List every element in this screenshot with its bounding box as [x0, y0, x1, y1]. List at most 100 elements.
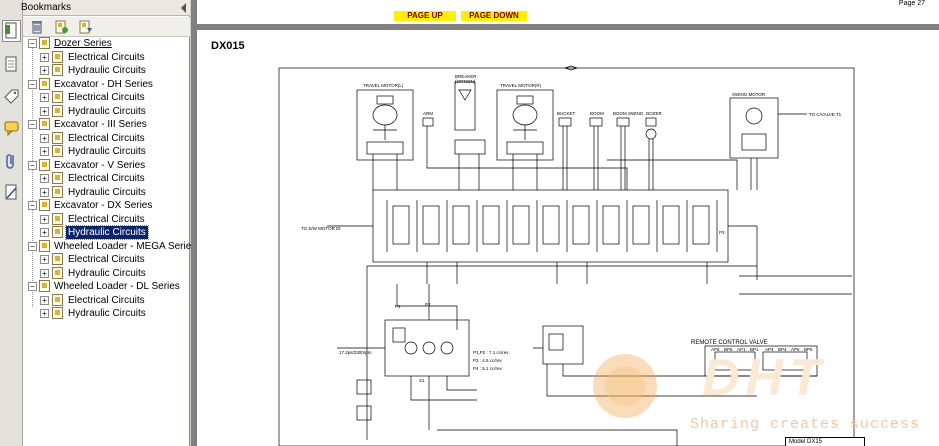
- bookmark-item-label[interactable]: Hydraulic Circuits: [68, 186, 146, 198]
- expand-toggle-icon[interactable]: +: [40, 106, 49, 116]
- document-pane[interactable]: Page 27 PAGE UP PAGE DOWN DX015: [191, 0, 939, 446]
- bookmark-item-label[interactable]: Electrical Circuits: [68, 132, 145, 144]
- bookmark-item-label[interactable]: Electrical Circuits: [68, 173, 145, 184]
- collapse-toggle-icon[interactable]: −: [28, 241, 37, 251]
- label-p2: P2: [425, 302, 431, 307]
- label-breaker: BREAKER: [455, 74, 477, 79]
- bookmark-item-label[interactable]: Hydraulic Circuits: [68, 308, 146, 319]
- navigation-rail: [0, 0, 23, 446]
- bookmark-icon: [52, 64, 63, 76]
- label-arm: ARM: [423, 111, 433, 116]
- page-label: Page 27: [898, 0, 925, 7]
- label-bp1: BP1: [750, 347, 759, 352]
- bookmark-item-label[interactable]: Hydraulic Circuits: [68, 146, 146, 157]
- expand-toggle-icon[interactable]: +: [40, 255, 49, 264]
- panel-title: Bookmarks: [21, 2, 72, 13]
- attachment-icon[interactable]: [2, 150, 21, 172]
- page-down-button[interactable]: PAGE DOWN: [461, 11, 527, 21]
- bookmark-group-label[interactable]: Dozer Series: [54, 38, 112, 49]
- label-bp4: BP4: [778, 347, 787, 352]
- bookmark-item-label[interactable]: Electrical Circuits: [68, 51, 145, 63]
- label-engine-rpm: 17.2ps/2300rpm: [339, 350, 372, 355]
- bookmark-icon: [52, 266, 63, 279]
- label-travel-motor-l: TRAVEL MOTOR(L): [363, 83, 404, 88]
- label-p1: P1: [395, 304, 401, 309]
- pages-panel-icon[interactable]: [2, 54, 21, 76]
- label-ap4: AP4: [765, 347, 774, 352]
- bookmark-icon: [52, 131, 63, 144]
- expand-toggle-icon[interactable]: +: [40, 93, 49, 102]
- comment-icon[interactable]: [2, 118, 21, 140]
- delete-bookmark-icon[interactable]: [29, 19, 45, 34]
- label-boom-swing: BOOM SWING: [613, 111, 644, 116]
- bookmark-item-label[interactable]: Electrical Circuits: [68, 294, 145, 306]
- expand-toggle-icon[interactable]: +: [40, 147, 49, 156]
- bookmark-options-icon[interactable]: [77, 19, 93, 34]
- label-dozer: DOZER: [646, 111, 663, 116]
- bookmark-icon: [52, 91, 63, 103]
- bookmark-icon: [52, 104, 63, 117]
- bookmark-item-label[interactable]: Hydraulic Circuits: [68, 65, 146, 76]
- expand-toggle-icon[interactable]: +: [40, 187, 49, 197]
- collapse-toggle-icon[interactable]: −: [28, 39, 37, 48]
- signature-icon[interactable]: [2, 182, 21, 204]
- expand-toggle-icon[interactable]: +: [40, 295, 49, 305]
- expand-toggle-icon[interactable]: +: [40, 214, 49, 224]
- collapse-toggle-icon[interactable]: −: [28, 79, 37, 89]
- label-p3: P3: [719, 230, 725, 235]
- collapse-toggle-icon[interactable]: −: [28, 160, 37, 170]
- bookmark-group-label[interactable]: Wheeled Loader - DL Series: [54, 281, 180, 292]
- current-page: DX015: [197, 30, 939, 446]
- hydraulic-schematic: TRAVEL MOTOR(L) BREAKER (OPTION) TRAVEL …: [278, 65, 855, 446]
- page-up-button[interactable]: PAGE UP: [394, 11, 456, 21]
- bookmark-item-label[interactable]: Electrical Circuits: [68, 254, 145, 265]
- expand-toggle-icon[interactable]: +: [40, 52, 49, 62]
- bookmark-item-label[interactable]: Hydraulic Circuits: [68, 105, 146, 117]
- model-title: DX015: [211, 40, 245, 52]
- collapse-toggle-icon[interactable]: −: [28, 282, 37, 291]
- bookmarks-panel-button[interactable]: [2, 20, 21, 42]
- expand-toggle-icon[interactable]: +: [40, 66, 49, 75]
- new-bookmark-icon[interactable]: [53, 19, 69, 34]
- panel-header: Bookmarks: [21, 0, 190, 16]
- label-to-sw-motor: TO S/W MOTOR Dr: [301, 226, 341, 231]
- label-boom: BOOM: [590, 111, 604, 116]
- expand-toggle-icon[interactable]: +: [40, 133, 49, 143]
- bookmark-item-selected[interactable]: Hydraulic Circuits: [65, 225, 149, 240]
- bookmark-icon: [52, 293, 63, 306]
- bookmark-icon: [39, 280, 50, 292]
- collapse-panel-icon[interactable]: [181, 3, 186, 13]
- bookmark-icon: [39, 158, 50, 171]
- bookmark-icon: [39, 199, 50, 211]
- bookmark-icon: [39, 239, 50, 252]
- bookmark-group-label[interactable]: Excavator - V Series: [54, 159, 146, 171]
- label-remote-control-valve: REMOTE CONTROL VALVE: [691, 340, 768, 346]
- bookmark-icon: [52, 145, 63, 157]
- bookmark-item-label[interactable]: Electrical Circuits: [68, 92, 145, 103]
- bookmark-group-label[interactable]: Wheeled Loader - MEGA Series: [54, 240, 197, 252]
- bookmark-icon: [39, 37, 50, 49]
- label-bp6: BP6: [724, 347, 733, 352]
- bookmark-item-label[interactable]: Hydraulic Circuits: [68, 267, 146, 279]
- collapse-toggle-icon[interactable]: −: [28, 120, 37, 129]
- bookmark-group-label[interactable]: Excavator - DX Series: [54, 200, 153, 211]
- label-ap1: AP1: [737, 347, 746, 352]
- label-to-cvalve: TO C/VALVE T1: [809, 112, 842, 117]
- bookmark-item-label[interactable]: Electrical Circuits: [68, 213, 145, 225]
- label-bucket: BUCKET: [557, 111, 576, 116]
- bookmark-icon: [52, 185, 63, 198]
- label-flow-3: P4 : 5.1 cc/rev: [473, 366, 503, 371]
- bookmark-icon: [52, 50, 63, 63]
- expand-toggle-icon[interactable]: +: [40, 268, 49, 278]
- bookmark-group-label[interactable]: Excavator - DH Series: [54, 78, 153, 90]
- bookmark-icon: [39, 118, 50, 130]
- expand-toggle-icon[interactable]: +: [40, 309, 49, 318]
- collapse-toggle-icon[interactable]: −: [28, 201, 37, 210]
- watermark-logo-icon: [593, 354, 657, 418]
- bookmark-group-label[interactable]: Excavator - III Series: [54, 119, 147, 130]
- tag-icon[interactable]: [2, 86, 21, 108]
- expand-toggle-icon[interactable]: +: [40, 228, 49, 237]
- expand-toggle-icon[interactable]: +: [40, 174, 49, 183]
- watermark-slogan: Sharing creates success: [690, 416, 921, 433]
